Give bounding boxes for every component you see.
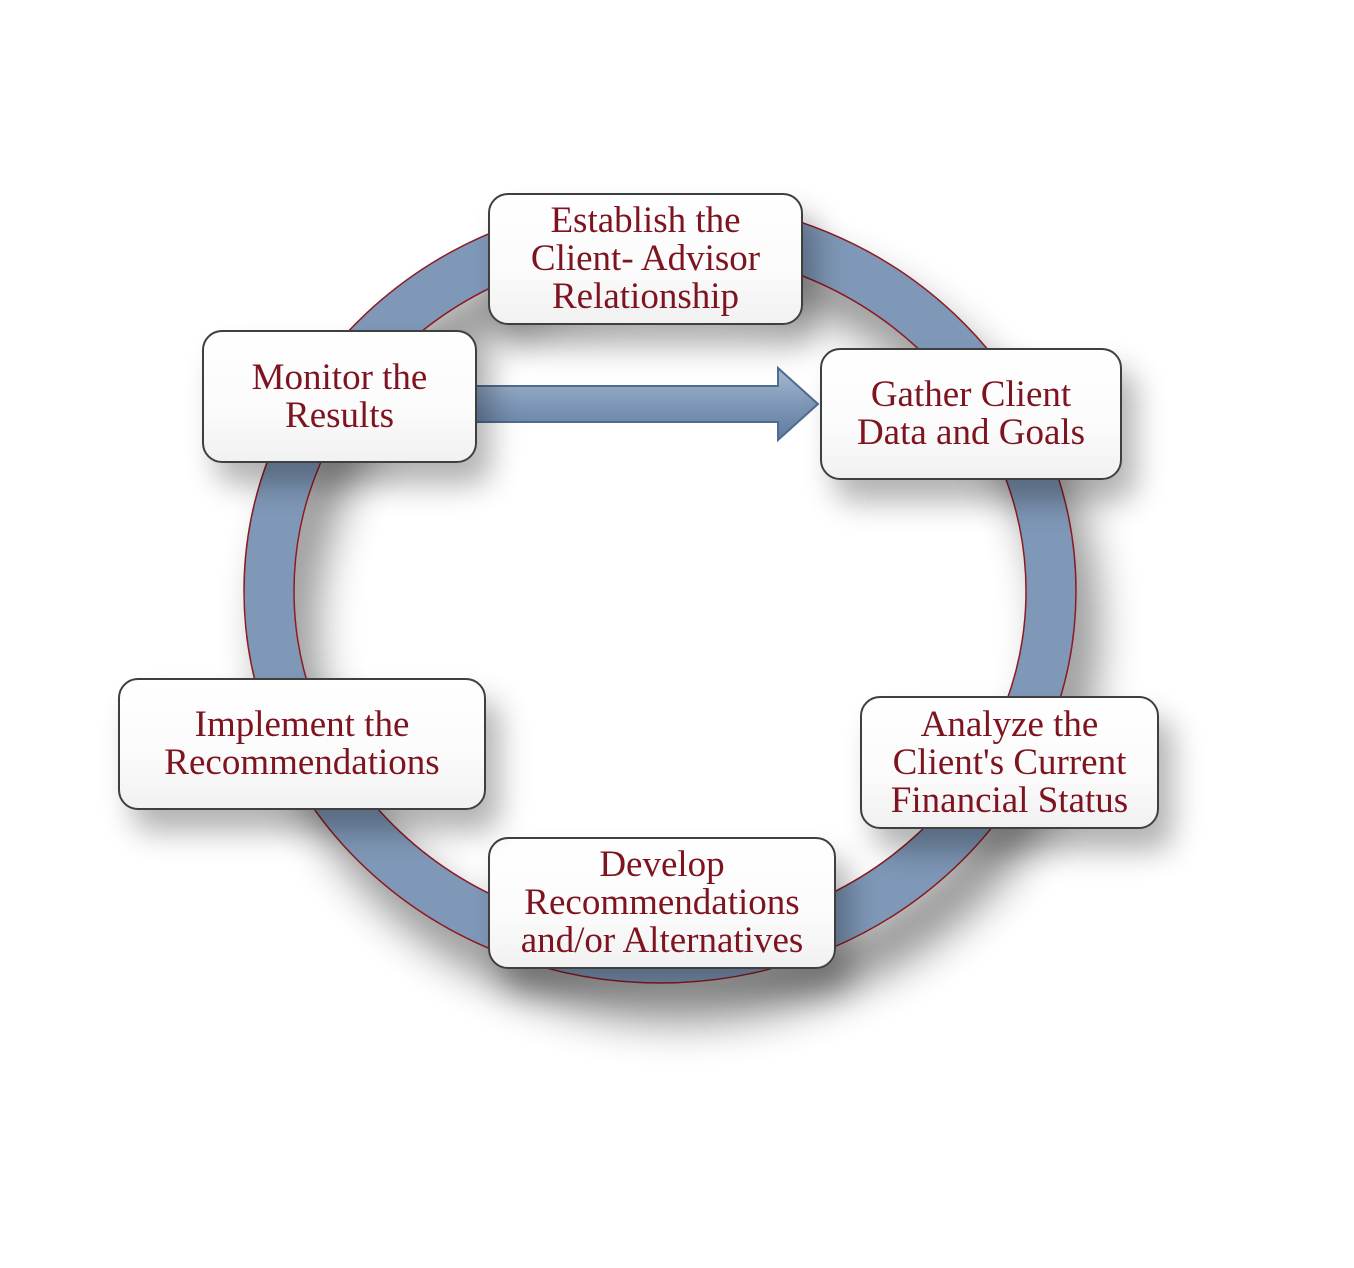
step-text-line: Results [285, 394, 394, 436]
step-text-line: Analyze the [920, 703, 1099, 745]
arrow-monitor-to-gather [469, 365, 820, 443]
cycle-ring [243, 198, 1077, 984]
step-text-line: Financial Status [890, 779, 1129, 821]
step-text-line: and/or Alternatives [520, 920, 804, 961]
step-text-line: Develop [599, 844, 725, 885]
step-text-line: Client's Current [892, 741, 1127, 783]
step-text-line: Relationship [551, 276, 740, 317]
step-analyze-status: Analyze the Client's Current Financial S… [860, 696, 1159, 829]
step-establish-relationship: Establish the Client- Advisor Relationsh… [488, 193, 803, 325]
step-text-line: Recommendations [164, 742, 440, 783]
step-text-line: Recommendations [524, 882, 800, 923]
step-text-line: Gather Client [870, 374, 1072, 415]
step-text-line: Establish the [550, 200, 741, 241]
step-implement-recommendations: Implement the Recommendations [118, 678, 486, 810]
step-text-line: Client- Advisor [530, 238, 761, 279]
step-monitor-results: Monitor the Results [202, 330, 477, 463]
step-gather-data: Gather Client Data and Goals [820, 348, 1122, 480]
step-text-line: Implement the [194, 704, 410, 745]
step-develop-recommendations: Develop Recommendations and/or Alternati… [488, 837, 836, 969]
step-text-line: Monitor the [251, 356, 428, 398]
step-text-line: Data and Goals [856, 412, 1086, 453]
